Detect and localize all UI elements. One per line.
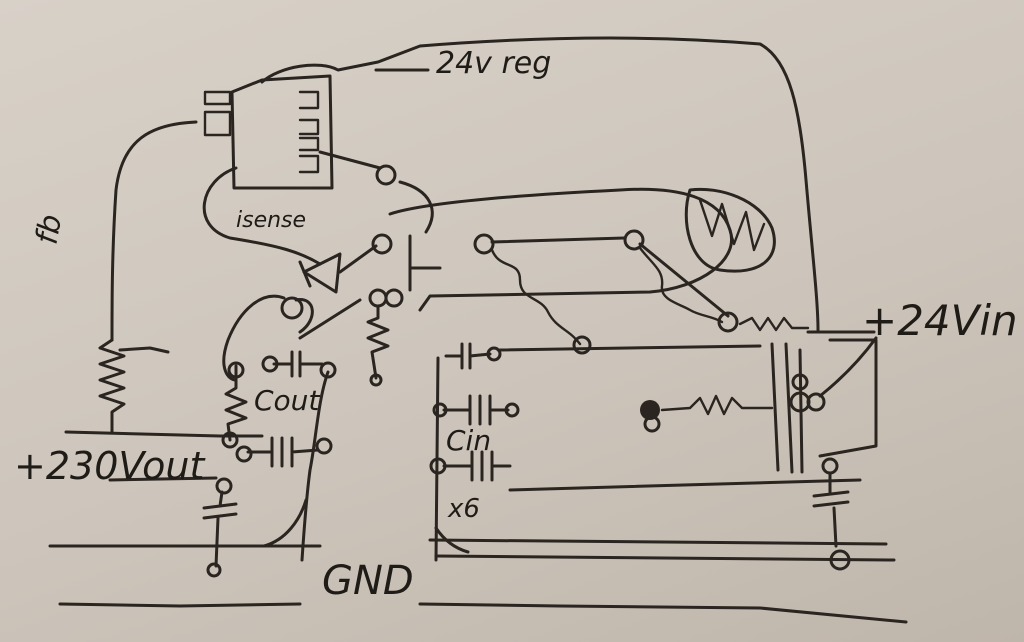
isense-label: isense (236, 208, 307, 233)
cout-node-pad-2 (221, 431, 239, 449)
cout-pad-1b (319, 361, 337, 379)
gnd-rail-mid (434, 554, 896, 562)
vout-gnd-pad (206, 562, 222, 578)
diode-symbol (298, 252, 342, 294)
mosfet-body (388, 187, 733, 312)
cout-pad-2b (315, 437, 333, 455)
cin-pad-2l (432, 402, 448, 418)
reg-connector-body (230, 74, 334, 190)
vin-label: +24Vin (862, 296, 1018, 345)
vin-pointer (818, 336, 878, 398)
fb-trace (110, 120, 198, 342)
isense-trace (202, 166, 322, 266)
inductor-winding (698, 198, 766, 252)
cin-rail-bottom (508, 478, 862, 492)
feedback-label: fb (29, 211, 70, 247)
vin-pad-c (806, 392, 826, 412)
sense-resistor-pad (369, 373, 383, 387)
drain-pad-left (473, 233, 495, 255)
fb-resistor-mark (118, 346, 170, 354)
cout-label: Cout (254, 384, 320, 417)
cout-pad-2a (235, 445, 253, 463)
cin-pad-1 (486, 346, 502, 362)
diode-anode-trace (338, 244, 378, 274)
fb-resistor (98, 338, 126, 434)
cin-rail-top (498, 344, 762, 352)
gnd-rail-bottom (58, 602, 908, 624)
gnd-tie-left (262, 498, 308, 548)
gate-drive-loop (398, 180, 434, 234)
cin-cap-2 (442, 394, 510, 426)
cin-pad-2 (504, 402, 520, 418)
sense-resistor (366, 304, 390, 380)
mosfet-pad-source-a (368, 288, 388, 308)
reg-connector-pins-left (203, 90, 232, 137)
mosfet-pad-gate (371, 233, 393, 255)
vout-cap-pad (215, 477, 233, 495)
cout-cap-2 (246, 436, 320, 468)
mosfet-pad-source-b (384, 288, 404, 308)
wavy-trace-1 (490, 248, 582, 346)
cout-pad-1a (261, 355, 279, 373)
diag-trace (638, 242, 730, 318)
enable-resistor (660, 394, 774, 416)
cout-rail (300, 370, 330, 562)
enable-pad (640, 400, 660, 420)
input-resistor (738, 316, 810, 332)
wavy-trace-2 (638, 246, 724, 324)
diode-loop (222, 294, 314, 382)
vin-pad-a (791, 373, 809, 391)
cout-cap-1 (272, 350, 324, 378)
gnd-rail-right (428, 538, 888, 546)
cout-node (224, 364, 248, 442)
drain-pad-right (623, 229, 645, 251)
diode-pad (280, 296, 304, 320)
reg-supply-trace (260, 36, 820, 332)
vout-cap (202, 490, 238, 568)
vin-cap-vertical (770, 342, 794, 474)
drain-trace (490, 236, 626, 244)
reg-connector-pins-right (298, 90, 320, 174)
multiplier-label: x6 (448, 494, 480, 524)
cin-cap-1 (444, 342, 492, 370)
vout-rail (64, 430, 264, 438)
vout-label: +230Vout (14, 444, 205, 488)
inductor-outline (684, 187, 776, 273)
cin-pad-3 (429, 457, 447, 475)
cin-cap-3 (442, 450, 512, 482)
gate-pad (375, 164, 397, 186)
gate-trace (318, 150, 382, 170)
enable-pad-ring (643, 415, 661, 433)
switch-node-pad (572, 335, 592, 355)
cout-link (298, 298, 362, 340)
input-node-pad (717, 311, 739, 333)
vout-underline (108, 476, 218, 482)
cout-node-pad (227, 361, 245, 379)
cin-label: Cin (446, 424, 492, 457)
right-bus (818, 338, 878, 458)
gnd-tie-right (434, 526, 470, 554)
ground-label: GND (322, 558, 414, 604)
vin-cap-bottom (812, 472, 850, 548)
regulator-label: 24v reg (436, 46, 552, 81)
vin-cap-pad (821, 457, 839, 475)
